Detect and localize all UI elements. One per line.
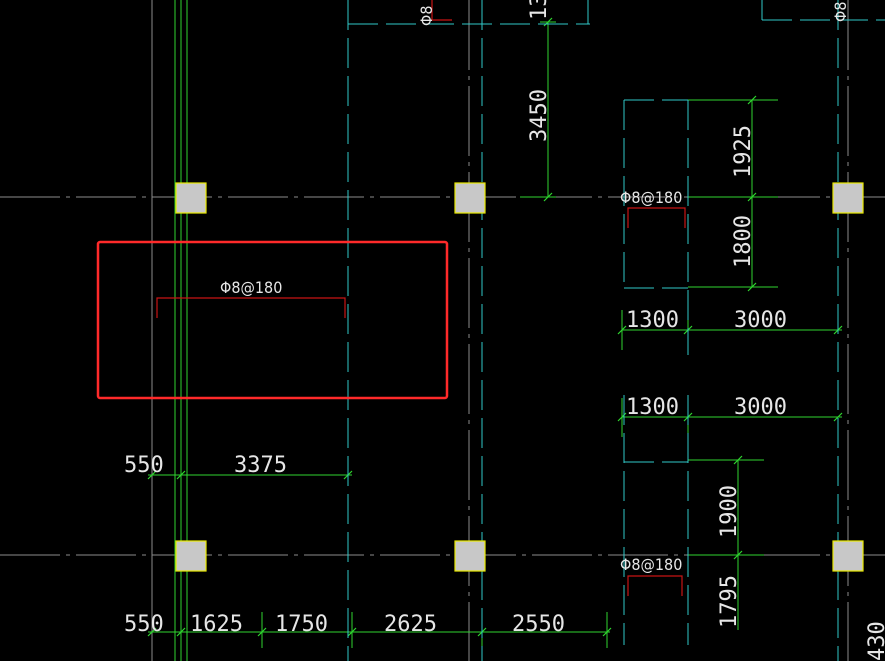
dim-3450: 3450 <box>527 89 552 142</box>
dim-bottom-2550: 2550 <box>512 612 565 637</box>
column <box>832 540 864 572</box>
column <box>454 540 486 572</box>
dim-bottom-1750: 1750 <box>275 612 328 637</box>
column <box>175 182 207 214</box>
column <box>832 182 864 214</box>
rebar-marks <box>156 0 686 596</box>
dim-bottom-1625: 1625 <box>190 612 243 637</box>
rebar-label-lower-middle: Φ8@180 <box>620 555 682 574</box>
dim-1300-b: 1300 <box>626 395 679 420</box>
dim-right-edge-partial: 430 <box>865 621 885 661</box>
dim-1900: 1900 <box>717 485 742 538</box>
dim-1800: 1800 <box>731 215 756 268</box>
column <box>454 182 486 214</box>
dim-mid-550: 550 <box>124 453 164 478</box>
dim-1300-a: 1300 <box>626 308 679 333</box>
columns <box>175 182 864 572</box>
rebar-label-top-right: Φ8 <box>831 2 850 22</box>
dim-1795: 1795 <box>717 575 742 628</box>
dim-mid-3375: 3375 <box>234 453 287 478</box>
dim-bottom-550: 550 <box>124 612 164 637</box>
column <box>175 540 207 572</box>
dim-bottom-2625: 2625 <box>384 612 437 637</box>
dim-3000-a: 3000 <box>734 308 787 333</box>
rebar-label-upper-middle: Φ8@180 <box>620 188 682 207</box>
dim-top-vertical-partial: 13 <box>527 0 552 20</box>
rebar-label-top-left: Φ8 <box>417 6 436 26</box>
selection-box[interactable] <box>96 240 449 400</box>
dimension-ticks <box>147 17 843 637</box>
rebar-label-selected: Φ8@180 <box>220 278 282 297</box>
dim-3000-b: 3000 <box>734 395 787 420</box>
green-lines <box>148 0 842 661</box>
dim-1925: 1925 <box>731 125 756 178</box>
